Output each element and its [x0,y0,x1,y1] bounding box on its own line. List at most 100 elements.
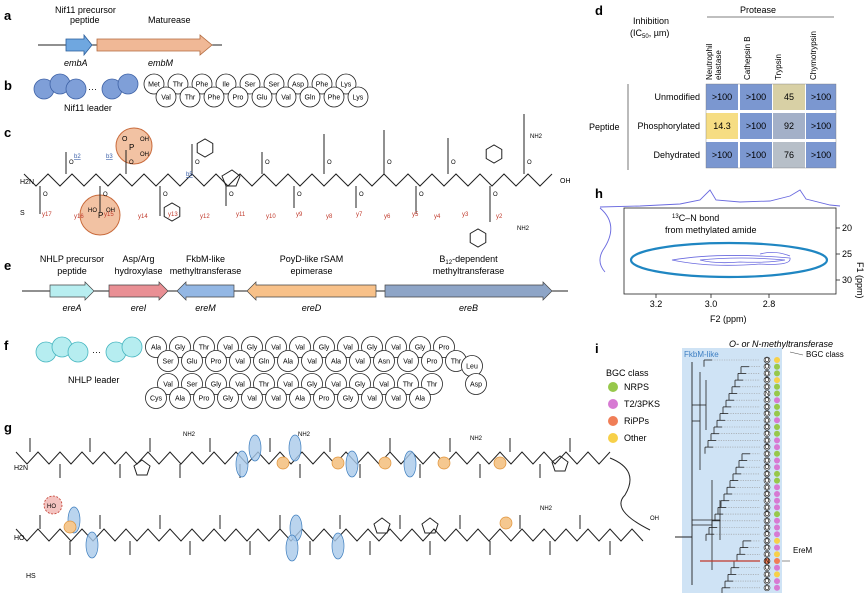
residue-bead [229,350,251,372]
residue-label: Phe [328,95,341,102]
gln-nh2-2: NH2 [298,432,311,438]
residue-bead [433,336,455,358]
residue-label: Lys [341,82,352,89]
residue-bead [193,336,215,358]
phenyl-ring [469,228,487,248]
fkbm-clade-label: FkbM-like [684,350,719,359]
legend-entry: Other [624,433,647,443]
residue-bead [409,387,431,409]
residue-label: Val [391,396,401,403]
phosphate-bottom-p: P [98,211,103,220]
methyl-type-marker [763,564,771,572]
gene-arrow-ereI [108,281,169,301]
leader-ellipsis: ··· [88,84,97,94]
bgc-class-dot [774,457,780,464]
residue-bead [275,86,297,108]
gene-function-title: Asp/Arg [122,254,154,264]
ic50-value: >100 [746,121,766,131]
ic50-cell [706,142,738,168]
nmr-annotation-line2: from methylated amide [665,225,757,235]
residue-bead [277,373,299,395]
y-ion: y12 [200,214,210,220]
gene-left-title-line1: Nif11 precursor [55,5,116,15]
residue-bead [169,336,191,358]
methyl-type-marker [763,524,771,531]
residue-bead [361,387,383,409]
residue-bead [217,387,239,409]
bgc-class-dot [774,544,780,551]
residue-label: Phe [208,95,221,102]
residue-label: Ala [295,396,305,403]
panel-c: c O P OH OH HO P OH OOOOOOOOOOOOOOOOH2NS… [4,114,571,248]
methyl-type-letter: O [765,479,770,485]
epimer-highlight [499,516,513,530]
methyl-type-letter: O [765,492,770,498]
residue-bead [167,73,189,95]
residue-bead [181,350,203,372]
gene-function-title: peptide [57,266,87,276]
ic50-value: >100 [746,150,766,160]
residue-bead [421,373,443,395]
ic50-value: >100 [811,121,831,131]
phosphate-bottom-oh: OH [106,208,115,214]
residue-bead [253,350,275,372]
residue-bead [157,373,179,395]
residue-bead [337,387,359,409]
heatmap-frame [705,83,837,169]
bgc-class-dot [774,444,780,451]
protease-column-header: elastase [714,50,723,80]
panel-i-label: i [595,341,599,356]
panel-a: a Nif11 precursor peptide Maturease embA… [4,5,222,68]
hydroxyl-ho: HO [47,504,56,510]
methyl-type-marker [763,443,771,451]
methyl-type-letter: O [765,432,770,438]
panel-b-label: b [4,78,12,93]
legend-title: BGC class [606,368,649,378]
residue-bead [361,336,383,358]
residue-bead [227,86,249,108]
bgc-class-dot [774,370,780,377]
residue-bead [215,73,237,95]
methyl-type-marker [763,370,771,377]
leader-label: Nif11 leader [64,103,112,113]
carbonyl-o: O [195,160,200,166]
residue-bead [253,373,275,395]
residue-bead [301,350,323,372]
bgc-class-dot [774,417,780,424]
legend-entry: RiPPs [624,416,650,426]
residue-bead [265,387,287,409]
asp-oh: OH [650,516,659,522]
methyl-type-marker [763,416,771,424]
n-methyl-highlight [248,434,262,462]
n-methyl-highlight [285,534,299,562]
cysteine-sh: HS [26,573,36,580]
gene-arrow-ereM [176,281,235,301]
protease-column-header: Chymotrypsin [809,31,818,80]
residue-bead [169,387,191,409]
methyl-type-letter: O [765,358,770,364]
residue-bead [465,373,487,395]
phylogenetic-tree [675,359,760,593]
gln-nh2-3: NH2 [540,506,553,512]
methyl-type-letter: O [765,539,770,545]
bgc-class-dot [774,584,780,591]
n-methyl-highlight [403,450,417,478]
legend-entry: NRPS [624,382,649,392]
nhlp-leader-bead [121,336,143,358]
carbonyl-o: O [103,192,108,198]
residue-bead [263,73,285,95]
y-ion: y6 [384,214,391,220]
proline-ring [221,169,241,187]
lysine-nh2-top: NH2 [530,134,543,140]
epimer-highlight [276,456,290,470]
ic50-cell [773,142,805,168]
embM-arrow [96,34,213,56]
residue-label: Lys [353,95,364,102]
bgc-class-dot [774,477,780,484]
residue-label: Asp [292,82,304,89]
residue-bead [301,373,323,395]
bgc-class-pointer [789,351,804,356]
